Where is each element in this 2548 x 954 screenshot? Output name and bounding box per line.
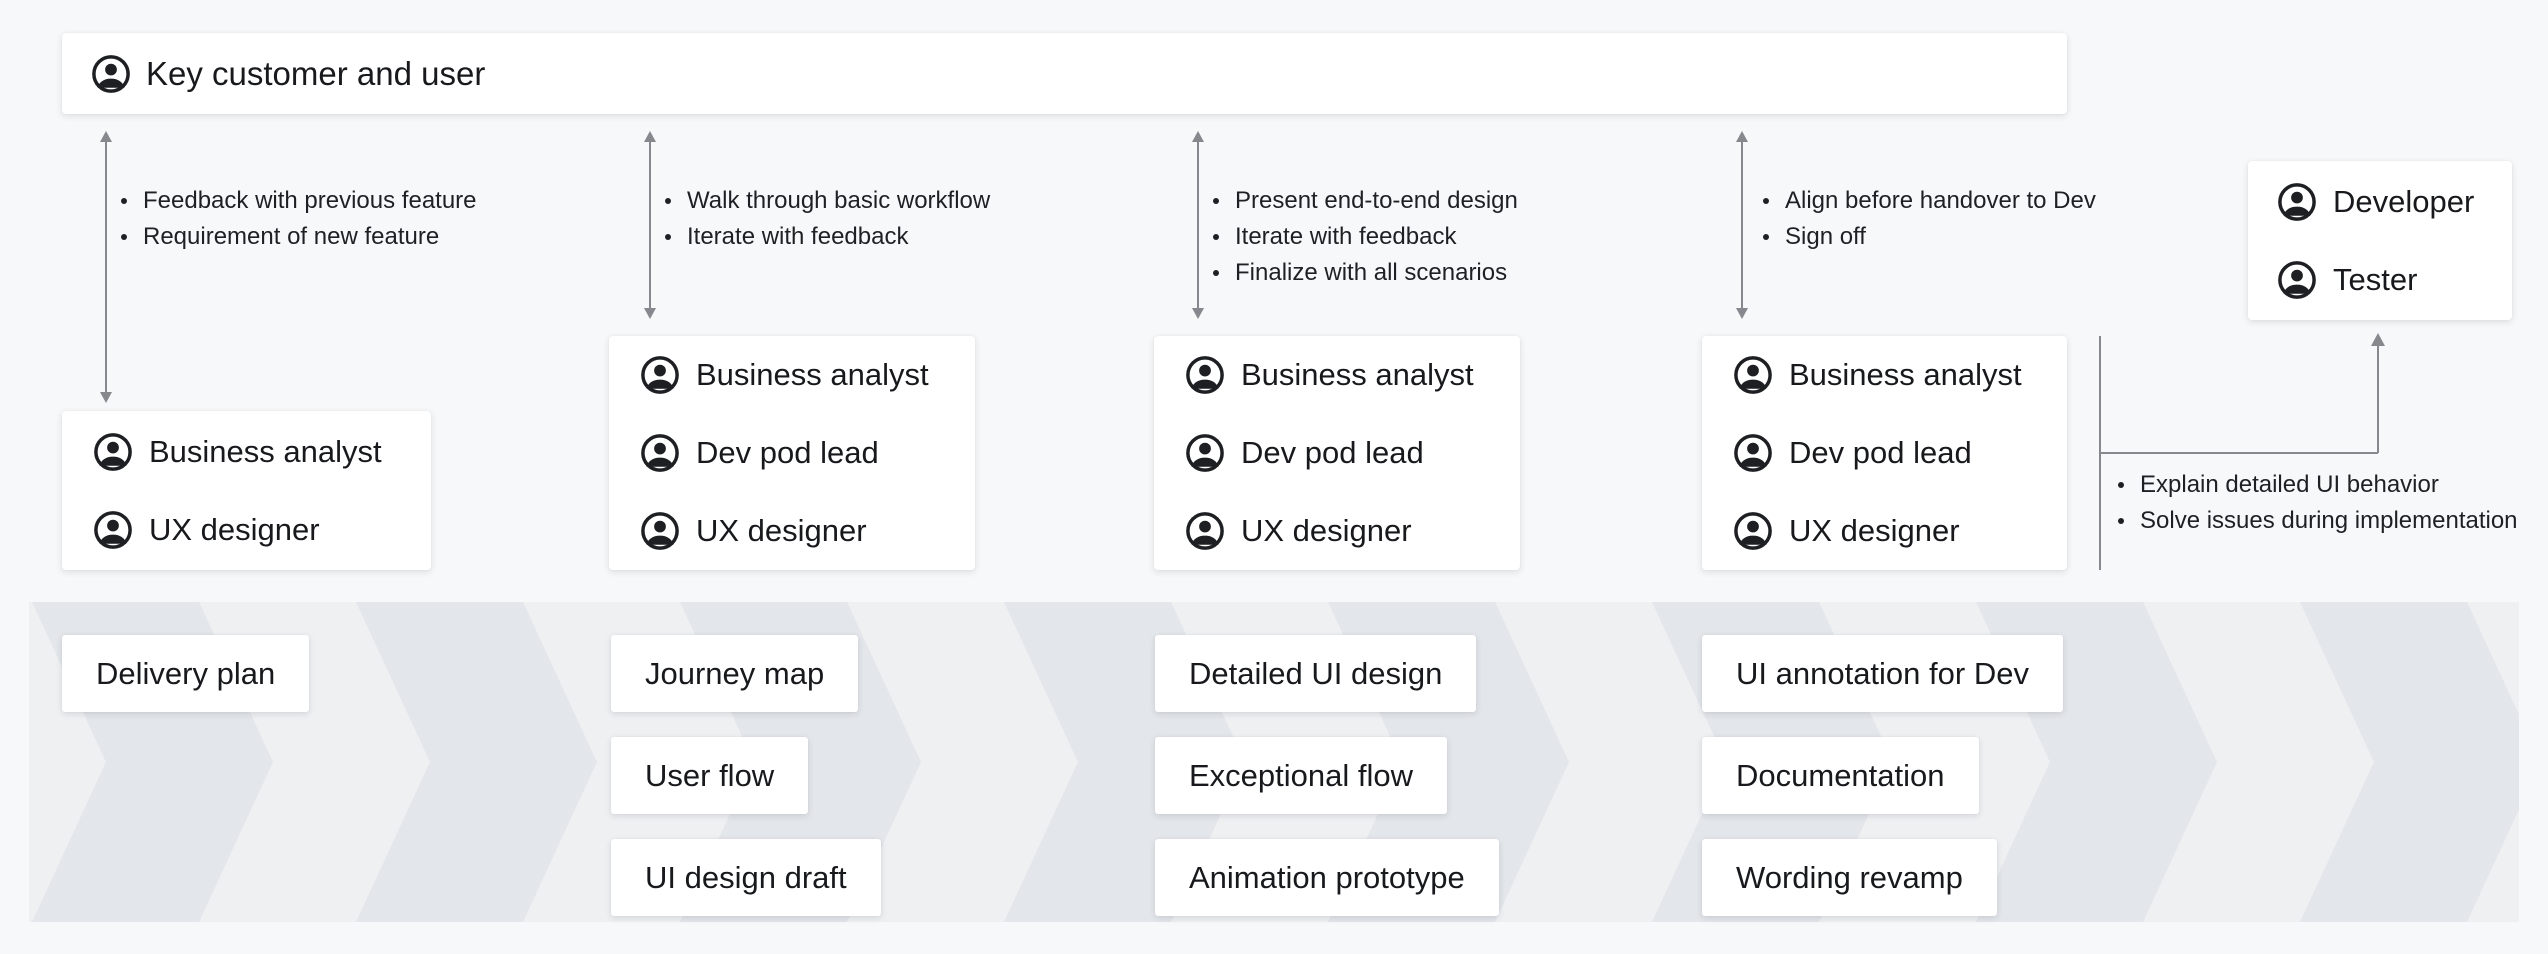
deliverable-label: Wording revamp: [1736, 859, 1963, 895]
phase-4-activity-list: Align before handover to Dev Sign off: [1763, 183, 2096, 255]
deliverable-card: Journey map: [611, 635, 859, 712]
deliverable-card: Documentation: [1702, 737, 1979, 814]
person-icon: [94, 433, 132, 471]
person-icon: [641, 512, 679, 550]
role-label: Tester: [2333, 261, 2418, 297]
role-label: Developer: [2333, 183, 2475, 219]
deliverable-card: Animation prototype: [1155, 839, 1499, 916]
list-item: Walk through basic workflow: [664, 183, 990, 219]
person-icon: [1734, 434, 1772, 472]
person-icon: [641, 434, 679, 472]
double-arrow-phase-4: [1741, 133, 1743, 317]
list-item: Solve issues during implementation: [2118, 503, 2518, 539]
handover-notes-list: Explain detailed UI behavior Solve issue…: [2118, 467, 2518, 539]
role-label: UX designer: [696, 513, 867, 548]
list-item: Feedback with previous feature: [121, 183, 477, 219]
list-item: Requirement of new feature: [121, 219, 477, 255]
list-item: Present end-to-end design: [1213, 183, 1518, 219]
role-row: Business analyst: [94, 433, 431, 471]
deliverable-card: Exceptional flow: [1155, 737, 1448, 814]
person-icon: [1186, 356, 1224, 394]
role-label: Dev pod lead: [696, 435, 879, 470]
role-label: Business analyst: [149, 433, 382, 469]
role-label: Dev pod lead: [1789, 435, 1972, 470]
deliverable-label: Animation prototype: [1189, 859, 1465, 895]
phase-2-activity-list: Walk through basic workflow Iterate with…: [664, 183, 990, 255]
phase-1-activity-list: Feedback with previous feature Requireme…: [121, 183, 477, 255]
role-card-phase-4: Business analyst Dev pod lead UX designe…: [1702, 336, 2067, 570]
role-label: Business analyst: [696, 357, 929, 392]
key-customer-bar: Key customer and user: [62, 33, 2067, 114]
deliverable-label: Documentation: [1736, 757, 1945, 793]
role-row: Business analyst: [1734, 356, 2067, 394]
role-card-phase-2: Business analyst Dev pod lead UX designe…: [609, 336, 975, 570]
role-label: UX designer: [149, 511, 320, 547]
deliverable-label: Detailed UI design: [1189, 655, 1443, 691]
role-label: Dev pod lead: [1241, 435, 1424, 470]
role-row: Business analyst: [641, 356, 975, 394]
person-icon: [92, 55, 130, 93]
person-icon: [1734, 512, 1772, 550]
role-card-phase-3: Business analyst Dev pod lead UX designe…: [1154, 336, 1520, 570]
deliverable-label: UI design draft: [645, 859, 847, 895]
person-icon: [2278, 183, 2316, 221]
role-row: Dev pod lead: [1734, 434, 2067, 472]
deliverable-card: User flow: [611, 737, 809, 814]
person-icon: [641, 356, 679, 394]
role-label: Business analyst: [1789, 357, 2022, 392]
person-icon: [1186, 512, 1224, 550]
deliverable-label: Journey map: [645, 655, 825, 691]
double-arrow-phase-1: [105, 133, 107, 401]
list-item: Sign off: [1763, 219, 2096, 255]
deliverable-card: UI design draft: [611, 839, 881, 916]
role-row: Business analyst: [1186, 356, 1520, 394]
role-row: Tester: [2278, 261, 2512, 299]
role-label: UX designer: [1789, 513, 1960, 548]
phase-3-activity-list: Present end-to-end design Iterate with f…: [1213, 183, 1518, 291]
role-row: UX designer: [1186, 512, 1520, 550]
deliverable-label: Delivery plan: [96, 655, 276, 691]
deliverable-card: Detailed UI design: [1155, 635, 1477, 712]
person-icon: [1734, 356, 1772, 394]
role-card-phase-1: Business analyst UX designer: [62, 411, 431, 570]
role-row: UX designer: [641, 512, 975, 550]
chevron-shape: [2300, 602, 2519, 922]
handover-connector-arrow: [2099, 333, 2385, 570]
list-item: Iterate with feedback: [664, 219, 990, 255]
deliverable-label: UI annotation for Dev: [1736, 655, 2029, 691]
role-row: UX designer: [1734, 512, 2067, 550]
key-customer-label: Key customer and user: [146, 54, 486, 92]
handover-role-card: Developer Tester: [2248, 161, 2512, 320]
deliverable-label: Exceptional flow: [1189, 757, 1414, 793]
deliverable-card: UI annotation for Dev: [1702, 635, 2063, 712]
list-item: Iterate with feedback: [1213, 219, 1518, 255]
person-icon: [1186, 434, 1224, 472]
deliverable-card: Delivery plan: [62, 635, 310, 712]
role-label: UX designer: [1241, 513, 1412, 548]
person-icon: [2278, 261, 2316, 299]
double-arrow-phase-2: [649, 133, 651, 317]
role-row: Dev pod lead: [1186, 434, 1520, 472]
deliverable-card: Wording revamp: [1702, 839, 1997, 916]
list-item: Align before handover to Dev: [1763, 183, 2096, 219]
double-arrow-phase-3: [1197, 133, 1199, 317]
role-label: Business analyst: [1241, 357, 1474, 392]
deliverable-label: User flow: [645, 757, 775, 793]
list-item: Finalize with all scenarios: [1213, 255, 1518, 291]
list-item: Explain detailed UI behavior: [2118, 467, 2518, 503]
role-row: Dev pod lead: [641, 434, 975, 472]
chevron-shape: [356, 602, 597, 922]
role-row: Developer: [2278, 183, 2512, 221]
role-row: UX designer: [94, 511, 431, 549]
person-icon: [94, 511, 132, 549]
